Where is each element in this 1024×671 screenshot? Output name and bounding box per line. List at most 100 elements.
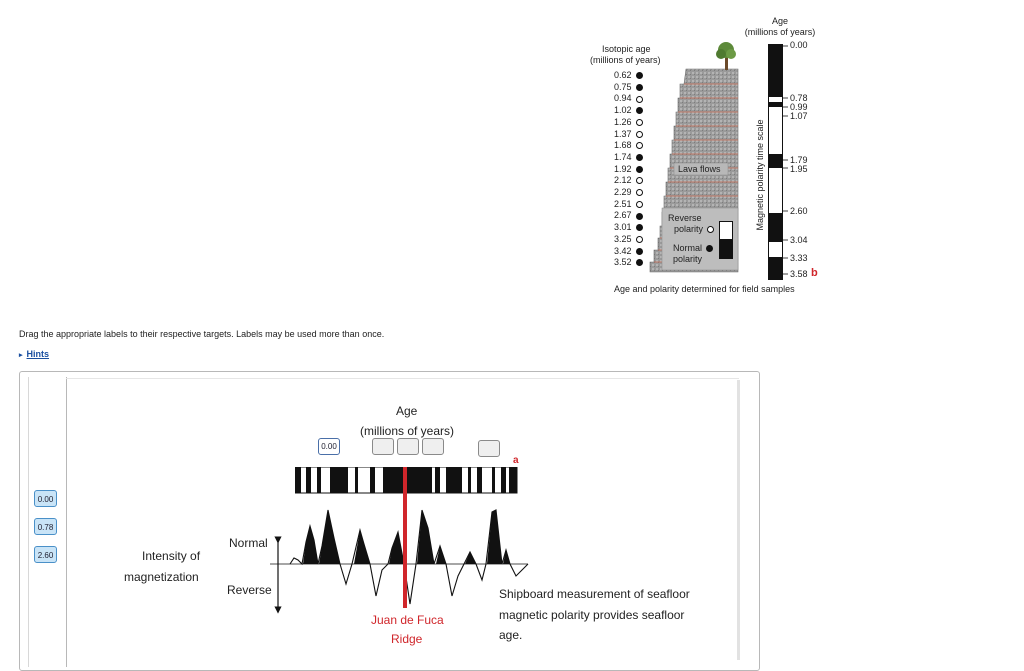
isotopic-age-value: 2.29 [614,187,632,197]
hints-label: Hints [26,349,50,359]
reverse-swatch [719,221,733,240]
open-dot-icon [707,226,715,234]
isotopic-age-value: 0.94 [614,93,632,104]
scale-tick-label: 0.00 [790,40,808,50]
drag-label-0-00[interactable]: 0.00 [34,490,57,507]
isotopic-age-row: 1.37 [614,129,643,139]
normal-label: Normal [229,536,268,550]
filled-dot-icon [635,83,643,91]
scale-tick-label: 3.58 [790,269,808,279]
diagram-age-subtitle: (millions of years) [360,424,455,438]
drag-label-2-60[interactable]: 2.60 [34,546,57,563]
description-line2: magnetic polarity provides seafloor [499,608,685,622]
panel-letter-a: a [513,455,519,466]
isotopic-age-row: 3.52 [614,257,643,267]
ridge-axis-line [403,467,407,608]
open-dot-icon [635,177,643,185]
isotopic-age-row: 2.51 [614,199,643,209]
scale-tick-label: 1.79 [790,155,808,165]
isotopic-age-row: 1.74 [614,152,643,162]
normal-swatch [719,240,733,259]
filled-dot-icon [635,72,643,80]
description-line3: age. [499,628,523,642]
filled-dot-icon [635,107,643,115]
isotopic-age-row: 0.75 [614,82,643,92]
drop-target[interactable] [422,438,444,455]
description-line1: Shipboard measurement of seafloor [499,587,690,601]
drag-label-0-78[interactable]: 0.78 [34,518,57,535]
filled-dot-icon [706,245,714,253]
isotopic-age-value: 1.74 [614,151,632,162]
reverse-legend-line2: polarity [674,224,704,234]
instruction-text: Drag the appropriate labels to their res… [19,329,385,339]
isotopic-age-value: 1.37 [614,128,632,139]
open-dot-icon [635,130,643,138]
isotopic-header-line1: Isotopic age [602,44,651,54]
drop-target[interactable] [372,438,394,455]
isotopic-header-line2: (millions of years) [590,55,661,65]
reverse-legend-line1: Reverse [668,213,702,223]
isotopic-age-row: 0.62 [614,70,643,80]
open-dot-icon [635,118,643,126]
isotopic-age-value: 2.12 [614,175,632,186]
open-dot-icon [635,200,643,208]
scale-tick-label: 2.60 [790,206,808,216]
isotopic-age-row: 2.67 [614,210,643,220]
isotopic-age-value: 1.68 [614,140,632,151]
isotopic-age-value: 1.02 [614,105,632,116]
diagram-canvas [66,378,739,664]
ridge-label-line2: Ridge [391,632,423,646]
isotopic-age-value: 0.75 [614,81,632,92]
isotopic-age-row: 1.02 [614,105,643,115]
isotopic-age-row: 2.12 [614,175,643,185]
filled-dot-icon [635,259,643,267]
filled-dot-icon [635,154,643,162]
isotopic-age-row: 0.94 [614,93,643,103]
filled-dot-icon [635,212,643,220]
isotopic-age-row: 3.25 [614,234,643,244]
intensity-label-line2: magnetization [124,570,199,584]
seafloor-stripe-band [295,467,518,494]
isotopic-age-row: 1.68 [614,140,643,150]
normal-polarity-legend: Normal polarity [673,243,714,265]
age-header-line2: (millions of years) [744,27,816,37]
drop-target-filled[interactable]: 0.00 [318,438,340,455]
lava-flow-cliff [649,42,739,273]
panel-letter-b: b [811,267,818,279]
isotopic-age-value: 0.62 [614,70,632,80]
scale-ticks [782,45,788,275]
scale-tick-label: 0.78 [790,93,808,103]
open-dot-icon [635,142,643,150]
isotopic-age-value: 1.92 [614,163,632,174]
polarity-scale-axis-label: Magnetic polarity time scale [755,119,765,231]
isotopic-age-value: 2.67 [614,210,632,221]
isotopic-age-value: 3.01 [614,222,632,233]
tree-icon [716,42,736,70]
age-header: Age (millions of years) [741,16,819,38]
isotopic-age-value: 3.25 [614,233,632,244]
age-header-line1: Age [771,16,788,26]
canvas-edge [737,380,740,660]
scale-tick-label: 1.95 [790,164,808,174]
ridge-label-line1: Juan de Fuca [371,613,444,627]
isotopic-age-value: 3.42 [614,245,632,256]
filled-dot-icon [635,224,643,232]
isotopic-age-row: 3.42 [614,246,643,256]
isotopic-age-row: 3.01 [614,222,643,232]
diagram-age-title: Age [396,404,418,418]
open-dot-icon [635,95,643,103]
reverse-polarity-legend: Reverse polarity [668,213,715,235]
hints-link[interactable]: ▸Hints [19,349,49,359]
drop-target[interactable] [478,440,500,457]
isotopic-header: Isotopic age (millions of years) [590,44,661,66]
normal-legend-line1: Normal [673,243,703,253]
open-dot-icon [635,235,643,243]
intensity-label-line1: Intensity of [142,549,201,563]
scale-tick-label: 3.04 [790,235,808,245]
figure-caption: Age and polarity determined for field sa… [614,284,795,294]
polarity-time-scale [768,44,783,280]
normal-legend-line2: polarity [673,254,703,264]
lava-flows-label: Lava flows [678,164,721,174]
open-dot-icon [635,189,643,197]
drop-target[interactable] [397,438,419,455]
